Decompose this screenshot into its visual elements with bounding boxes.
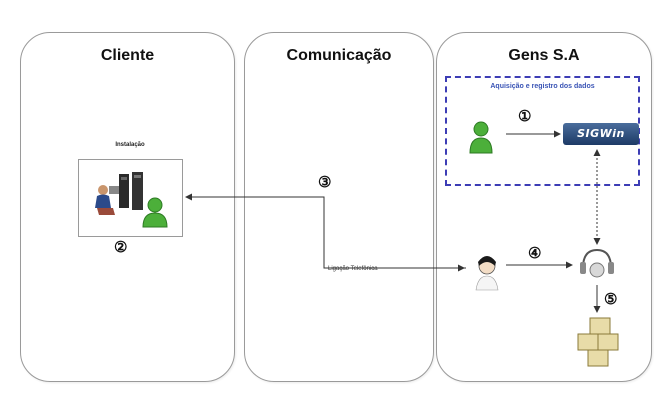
operator-user-icon: [469, 121, 493, 154]
step-2-marker: ②: [114, 238, 128, 256]
installation-computers-icon: [95, 172, 143, 215]
arrow-call-to-client: [185, 193, 466, 269]
step-1-marker: ①: [518, 107, 532, 125]
step-5-marker: ⑤: [604, 290, 618, 308]
headset-icon: [580, 248, 614, 278]
phone-call-label: Ligação Telefônica: [328, 266, 378, 272]
sigwin-logo: SIGWin: [563, 123, 639, 145]
step-3-marker: ③: [318, 173, 332, 191]
lane-title-gens: Gens S.A: [508, 47, 580, 64]
lane-gens: Gens S.A: [436, 32, 652, 382]
attendant-icon: [475, 256, 499, 291]
data-acquisition-label: Aquisição e registro dos dados: [490, 83, 595, 90]
lane-title-cliente: Cliente: [100, 47, 155, 64]
step-4-marker: ④: [528, 244, 542, 262]
storage-boxes-icon: [577, 317, 619, 367]
data-acquisition-box: Aquisição e registro dos dados: [445, 76, 640, 186]
lane-title-comunicacao: Comunicação: [286, 47, 392, 64]
installation-box: [78, 159, 183, 237]
lane-comunicacao: Comunicação: [244, 32, 434, 382]
installation-label: Instalação: [115, 142, 145, 148]
user-icon: [142, 197, 168, 228]
